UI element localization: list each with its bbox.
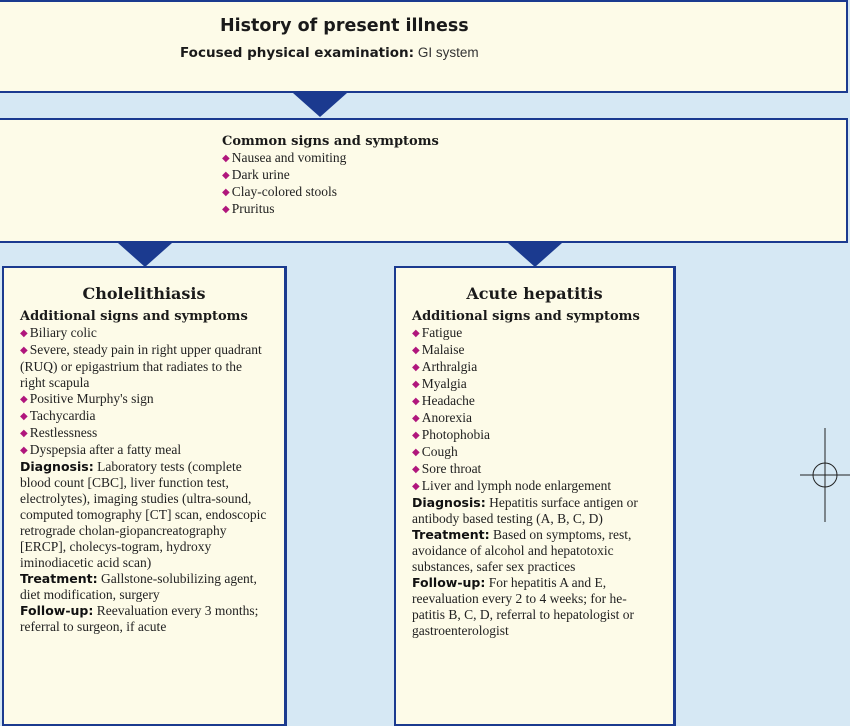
additional-signs-list: ◆Biliary colic ◆Severe, steady pain in r… [20,325,268,459]
list-item: ◆Sore throat [412,461,482,476]
list-item: ◆Positive Murphy's sign [20,391,154,406]
list-item: ◆Dark urine [222,167,290,182]
cholelithiasis-title: Cholelithiasis [82,284,206,303]
treatment-label: Treatment: [20,571,98,586]
focused-exam: Focused physical examination: GI system [180,45,479,61]
cholelithiasis-box: Cholelithiasis Additional signs and symp… [2,266,287,726]
list-item: ◆Myalgia [412,376,467,391]
acute-hepatitis-content: Additional signs and symptoms ◆Fatigue ◆… [396,309,673,639]
diamond-bullet-icon: ◆ [412,379,420,390]
followup-text: Follow-up: For hepatitis A and E, reeval… [412,575,634,638]
diamond-bullet-icon: ◆ [412,345,420,356]
list-item: ◆Clay-colored stools [222,184,338,199]
crosshair-icon [800,428,850,522]
additional-signs-list: ◆Fatigue ◆Malaise ◆Arthralgia ◆Myalgia ◆… [412,325,657,495]
acute-hepatitis-box: Acute hepatitis Additional signs and sym… [394,266,676,726]
list-item: ◆Fatigue [412,325,463,340]
list-item: ◆Headache [412,393,475,408]
diamond-bullet-icon: ◆ [412,464,420,475]
history-title: History of present illness [220,16,469,36]
acute-hepatitis-title: Acute hepatitis [466,284,603,303]
common-signs-content: Common signs and symptoms ◆Nausea and vo… [222,134,439,218]
list-item: ◆Restlessness [20,425,98,440]
list-item: ◆Anorexia [412,410,472,425]
diamond-bullet-icon: ◆ [20,328,28,339]
list-item: ◆Malaise [412,342,465,357]
treatment-text: Treatment: Based on symptoms, rest, avoi… [412,527,632,574]
diamond-bullet-icon: ◆ [412,396,420,407]
diamond-bullet-icon: ◆ [20,445,28,456]
list-item: ◆Dyspepsia after a fatty meal [20,442,182,457]
diamond-bullet-icon: ◆ [20,394,28,405]
treatment-label: Treatment: [412,527,490,542]
diamond-bullet-icon: ◆ [222,153,230,164]
focused-exam-label: Focused physical examination: [180,45,415,61]
arrow-down-icon [508,243,562,267]
list-item: ◆Liver and lymph node enlargement [412,478,612,493]
diamond-bullet-icon: ◆ [20,345,28,356]
focused-exam-value: GI system [414,45,479,60]
diagnosis-label: Diagnosis: [412,495,486,510]
list-item: ◆Arthralgia [412,359,478,374]
list-item: ◆Severe, steady pain in right upper quad… [20,342,262,390]
cholelithiasis-content: Additional signs and symptoms ◆Biliary c… [4,309,284,635]
diamond-bullet-icon: ◆ [412,481,420,492]
followup-label: Follow-up: [20,603,94,618]
diamond-bullet-icon: ◆ [412,362,420,373]
list-item: ◆Nausea and vomiting [222,150,347,165]
list-item: ◆Cough [412,444,458,459]
diamond-bullet-icon: ◆ [412,328,420,339]
additional-signs-title: Additional signs and symptoms [20,309,248,324]
treatment-text: Treatment: Gallstone-solubilizing agent,… [20,571,257,602]
diamond-bullet-icon: ◆ [222,204,230,215]
list-item: ◆Pruritus [222,201,275,216]
arrow-down-icon [118,243,172,267]
diagnosis-label: Diagnosis: [20,459,94,474]
additional-signs-title: Additional signs and symptoms [412,309,640,324]
common-signs-box: Common signs and symptoms ◆Nausea and vo… [0,118,848,243]
followup-label: Follow-up: [412,575,486,590]
diamond-bullet-icon: ◆ [222,187,230,198]
diagnosis-text: Diagnosis: Laboratory tests (complete bl… [20,459,267,570]
diamond-bullet-icon: ◆ [412,447,420,458]
common-signs-title: Common signs and symptoms [222,134,439,149]
list-item: ◆Biliary colic [20,325,97,340]
history-box: History of present illness Focused physi… [0,0,848,93]
common-signs-list: ◆Nausea and vomiting ◆Dark urine ◆Clay-c… [222,150,439,218]
diamond-bullet-icon: ◆ [222,170,230,181]
list-item: ◆Tachycardia [20,408,96,423]
diamond-bullet-icon: ◆ [412,413,420,424]
arrow-down-icon [293,93,347,117]
diagnosis-text: Diagnosis: Hepatitis surface antigen or … [412,495,638,526]
diamond-bullet-icon: ◆ [20,411,28,422]
diamond-bullet-icon: ◆ [412,430,420,441]
followup-text: Follow-up: Reevaluation every 3 months; … [20,603,259,634]
diamond-bullet-icon: ◆ [20,428,28,439]
list-item: ◆Photophobia [412,427,490,442]
